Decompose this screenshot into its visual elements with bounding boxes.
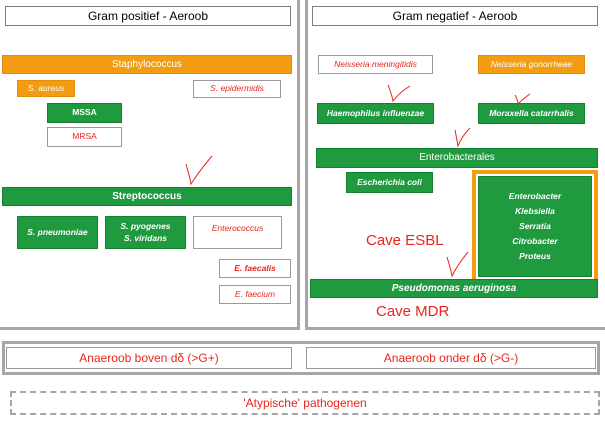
enterobacterales-bar: Enterobacterales [316,148,598,168]
anaerob-boven-box: Anaeroob boven dδ (>G+) [6,347,292,369]
enterobacter-label: Enterobacter [508,191,562,202]
proteus-label: Proteus [519,250,551,261]
n-gonorrhoeae-box: Neisseria gonorrheae [478,55,585,74]
e-faecalis-box: E. faecalis [219,259,291,278]
s-pneumoniae-box: S. pneumoniae [17,216,98,249]
s-pyogenes-label: S. pyogenes [120,221,171,232]
h-influenzae-box: Haemophilus influenzae [317,103,434,124]
e-coli-box: Escherichia coli [346,172,433,193]
atypische-pathogenen-box: 'Atypische' pathogenen [10,391,600,415]
cave-esbl-label: Cave ESBL [366,232,444,249]
mssa-box: MSSA [47,103,122,123]
e-faecium-box: E. faecium [219,285,291,304]
s-pyogenes-viridans-box: S. pyogenes S. viridans [105,216,186,249]
n-meningitidis-box: Neisseria meningitidis [318,55,433,74]
gram-positive-panel [0,0,300,330]
klebsiella-label: Klebsiella [515,206,555,217]
citrobacter-label: Citrobacter [512,235,558,246]
streptococcus-bar: Streptococcus [2,187,292,206]
s-aureus-box: S. aureus [17,80,75,97]
enterococcus-box: Enterococcus [193,216,282,249]
serratia-label: Serratia [519,221,551,232]
gram-positive-header: Gram positief - Aeroob [5,6,291,26]
m-catarrhalis-box: Moraxella catarrhalis [478,103,585,124]
enterobacter-group-box: Enterobacter Klebsiella Serratia Citroba… [478,176,592,277]
pseudomonas-bar: Pseudomonas aeruginosa [310,279,598,298]
s-viridans-label: S. viridans [124,232,167,243]
s-epidermidis-box: S. epidermidis [193,80,281,98]
cave-mdr-label: Cave MDR [376,303,450,320]
mrsa-box: MRSA [47,127,122,147]
staphylococcus-bar: Staphylococcus [2,55,292,74]
gram-negative-header: Gram negatief - Aeroob [312,6,598,26]
anaerob-onder-box: Anaeroob onder dδ (>G-) [306,347,596,369]
